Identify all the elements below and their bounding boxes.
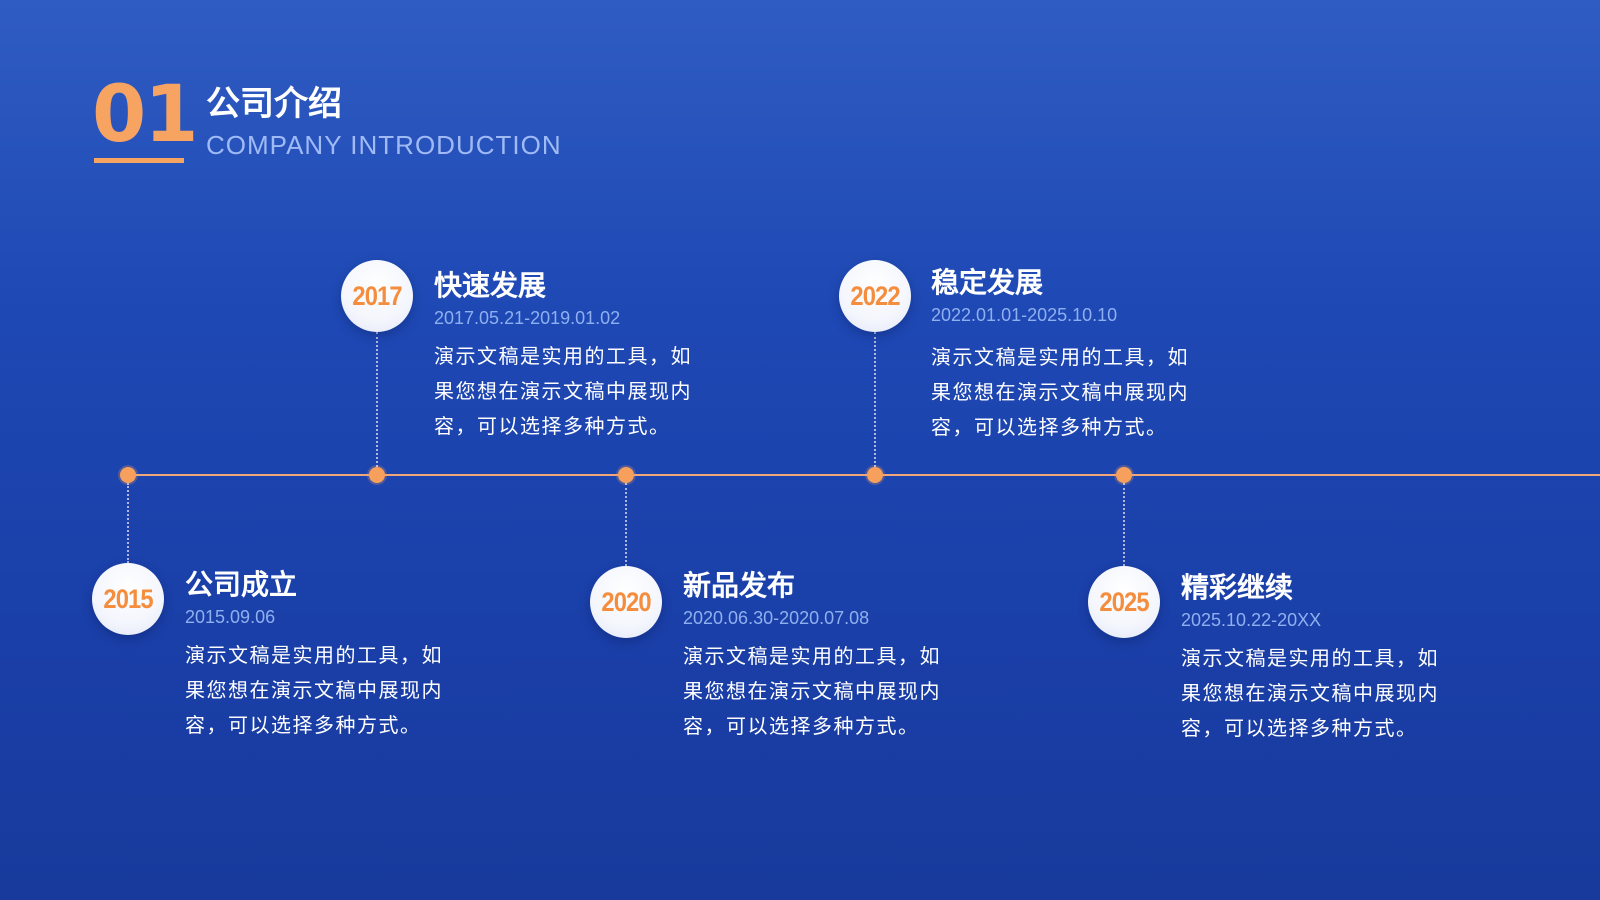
connector-2020: [625, 483, 627, 566]
year-label: 2017: [352, 280, 402, 311]
year-badge-2015: 2015: [92, 563, 164, 635]
milestone-description: 演示文稿是实用的工具，如 果您想在演示文稿中展现内 容，可以选择多种方式。: [434, 339, 744, 444]
section-subtitle: COMPANY INTRODUCTION: [206, 130, 562, 160]
year-label: 2020: [601, 586, 651, 617]
milestone-description: 演示文稿是实用的工具，如 果您想在演示文稿中展现内 容，可以选择多种方式。: [683, 639, 993, 744]
timeline-dot-2017: [369, 467, 385, 483]
milestone-date: 2020.06.30-2020.07.08: [683, 608, 870, 628]
description-line: 演示文稿是实用的工具，如: [185, 643, 443, 667]
description-line: 果您想在演示文稿中展现内: [683, 679, 941, 703]
milestone-2017: 快速发展 2017.05.21-2019.01.02 演示文稿是实用的工具，如 …: [434, 269, 744, 444]
connector-2025: [1123, 483, 1125, 566]
connector-2017: [376, 332, 378, 467]
description-line: 容，可以选择多种方式。: [185, 713, 422, 737]
description-line: 果您想在演示文稿中展现内: [1181, 681, 1439, 705]
milestone-2025: 精彩继续 2025.10.22-20XX 演示文稿是实用的工具，如 果您想在演示…: [1181, 571, 1491, 746]
milestone-description: 演示文稿是实用的工具，如 果您想在演示文稿中展现内 容，可以选择多种方式。: [931, 340, 1241, 445]
description-line: 演示文稿是实用的工具，如: [931, 345, 1189, 369]
year-label: 2022: [850, 280, 900, 311]
milestone-date: 2025.10.22-20XX: [1181, 610, 1322, 630]
description-line: 果您想在演示文稿中展现内: [931, 380, 1189, 404]
description-line: 容，可以选择多种方式。: [1181, 716, 1418, 740]
connector-2015: [127, 483, 129, 563]
milestone-description: 演示文稿是实用的工具，如 果您想在演示文稿中展现内 容，可以选择多种方式。: [185, 638, 495, 743]
milestone-title: 精彩继续: [1181, 571, 1294, 604]
year-badge-2025: 2025: [1088, 566, 1160, 638]
year-label: 2025: [1099, 586, 1149, 617]
timeline-dot-2025: [1116, 467, 1132, 483]
milestone-description: 演示文稿是实用的工具，如 果您想在演示文稿中展现内 容，可以选择多种方式。: [1181, 641, 1491, 746]
timeline-dot-2022: [867, 467, 883, 483]
section-number-underline: [94, 158, 184, 163]
description-line: 果您想在演示文稿中展现内: [434, 379, 692, 403]
milestone-title: 公司成立: [185, 568, 298, 601]
connector-2022: [874, 332, 876, 467]
year-badge-2017: 2017: [341, 260, 413, 332]
milestone-date: 2017.05.21-2019.01.02: [434, 308, 621, 328]
description-line: 演示文稿是实用的工具，如: [683, 644, 941, 668]
milestone-title: 新品发布: [683, 569, 796, 602]
timeline-dot-2015: [120, 467, 136, 483]
year-badge-2022: 2022: [839, 260, 911, 332]
year-label: 2015: [103, 583, 153, 614]
milestone-title: 快速发展: [434, 269, 547, 302]
milestone-date: 2022.01.01-2025.10.10: [931, 305, 1118, 325]
section-header: 01 公司介绍 COMPANY INTRODUCTION: [92, 72, 692, 172]
description-line: 容，可以选择多种方式。: [683, 714, 920, 738]
description-line: 容，可以选择多种方式。: [931, 415, 1168, 439]
description-line: 演示文稿是实用的工具，如: [434, 344, 692, 368]
year-badge-2020: 2020: [590, 566, 662, 638]
description-line: 演示文稿是实用的工具，如: [1181, 646, 1439, 670]
description-line: 容，可以选择多种方式。: [434, 414, 671, 438]
milestone-2022: 稳定发展 2022.01.01-2025.10.10 演示文稿是实用的工具，如 …: [931, 266, 1241, 445]
description-line: 果您想在演示文稿中展现内: [185, 678, 443, 702]
section-number: 01: [92, 70, 199, 160]
timeline-dot-2020: [618, 467, 634, 483]
milestone-2020: 新品发布 2020.06.30-2020.07.08 演示文稿是实用的工具，如 …: [683, 569, 993, 744]
timeline-axis: [128, 474, 1600, 476]
milestone-2015: 公司成立 2015.09.06 演示文稿是实用的工具，如 果您想在演示文稿中展现…: [185, 568, 495, 743]
milestone-date: 2015.09.06: [185, 607, 276, 627]
milestone-title: 稳定发展: [931, 266, 1044, 299]
section-title: 公司介绍: [206, 84, 342, 124]
